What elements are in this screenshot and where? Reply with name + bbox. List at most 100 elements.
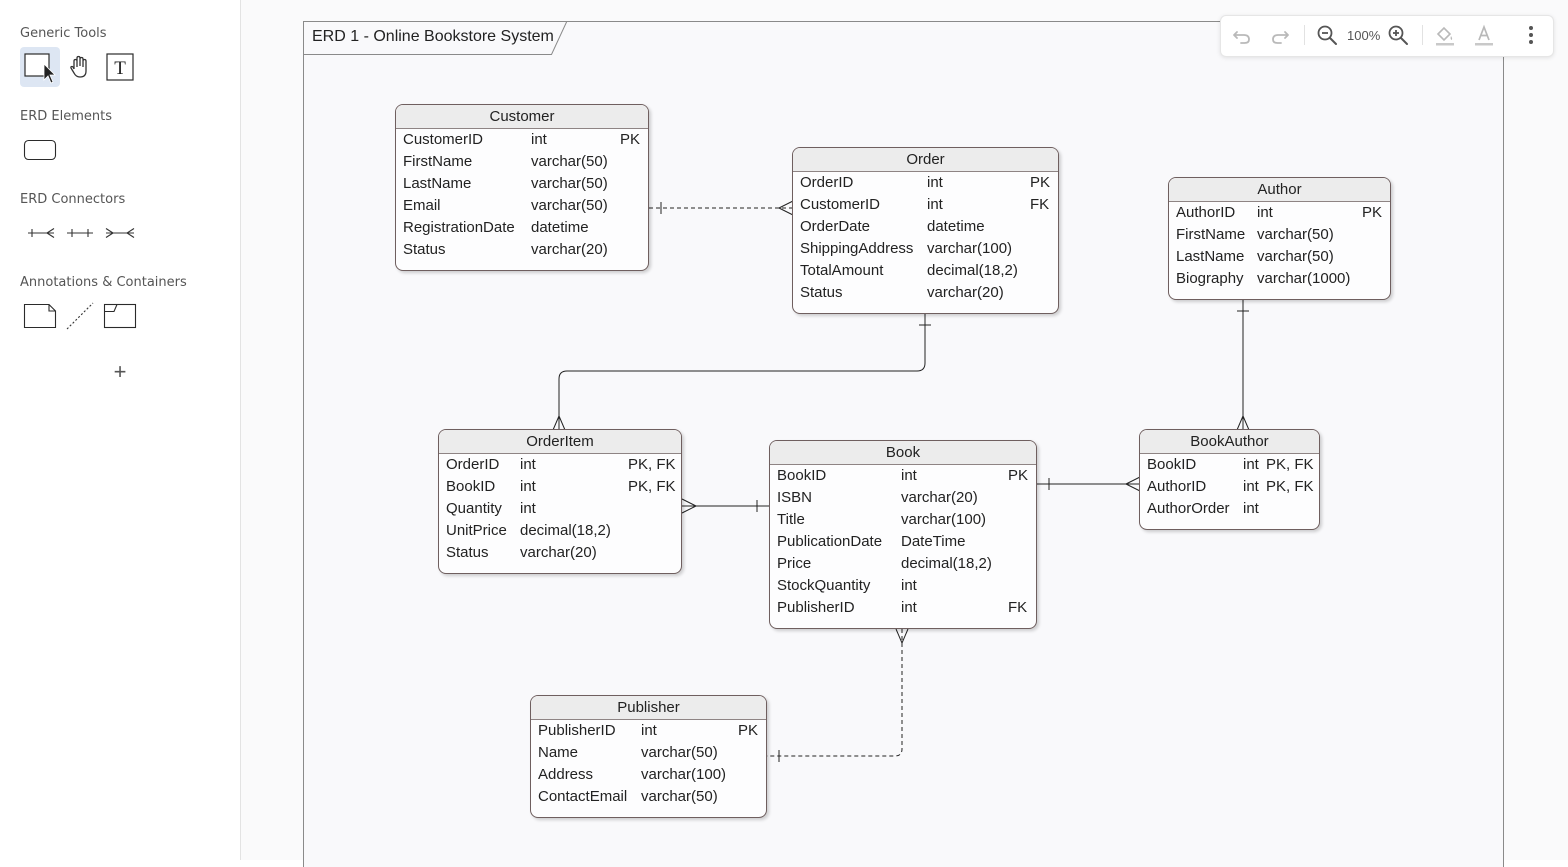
- entity-name: Order: [793, 148, 1058, 172]
- attr-type: varchar(100): [901, 511, 987, 528]
- attr-type: int: [520, 456, 536, 473]
- one-to-many-connector[interactable]: [20, 213, 60, 253]
- attr-type: varchar(50): [531, 175, 608, 192]
- attr-type: varchar(50): [641, 788, 718, 805]
- attr-type: varchar(50): [1257, 248, 1334, 265]
- connector-order-orderitem[interactable]: [552, 314, 931, 431]
- add-shapes-button[interactable]: +: [113, 359, 127, 384]
- more-options-button[interactable]: [1519, 23, 1543, 47]
- zoom-level[interactable]: 100%: [1347, 28, 1381, 43]
- attr-key: PK: [1008, 467, 1029, 484]
- attr-name: PublisherID: [777, 599, 855, 616]
- attr-name: FirstName: [403, 153, 473, 170]
- text-color-button[interactable]: [1472, 23, 1496, 47]
- undo-button[interactable]: [1230, 23, 1254, 47]
- redo-button[interactable]: [1268, 23, 1292, 47]
- connector-author-bookauthor[interactable]: [1236, 299, 1250, 431]
- entity-icon: [23, 139, 57, 161]
- text-tool[interactable]: T: [100, 47, 140, 87]
- attr-key: PK, FK: [1266, 456, 1314, 473]
- many-to-many-connector[interactable]: [100, 213, 140, 253]
- select-tool[interactable]: [20, 47, 60, 87]
- fill-color-icon: [1436, 26, 1454, 46]
- note-tool[interactable]: [20, 296, 60, 336]
- attribute-row[interactable]: LastName varchar(50): [396, 173, 648, 195]
- frame-tool[interactable]: [100, 296, 140, 336]
- attr-type: int: [520, 500, 536, 517]
- attr-name: OrderID: [446, 456, 500, 473]
- attr-type: int: [901, 467, 917, 484]
- zoom-out-button[interactable]: [1315, 23, 1339, 47]
- attribute-row[interactable]: OrderID int PK, FK: [439, 454, 681, 476]
- note-icon: [23, 303, 57, 329]
- attr-type: int: [641, 722, 657, 739]
- attr-name: LastName: [403, 175, 472, 192]
- attr-name: BookID: [777, 467, 827, 484]
- attr-type: datetime: [927, 218, 985, 235]
- attr-name: Address: [538, 766, 594, 783]
- attribute-row[interactable]: StockQuantity int: [770, 575, 1036, 597]
- attr-name: Biography: [1176, 270, 1244, 287]
- text-color-icon: [1475, 24, 1493, 46]
- entity-tool[interactable]: [20, 130, 60, 170]
- zoom-in-button[interactable]: [1386, 23, 1410, 47]
- connector-book-publisher[interactable]: [767, 628, 909, 762]
- text-icon: T: [106, 53, 134, 81]
- attr-type: decimal(18,2): [927, 262, 1018, 279]
- connector-customer-order[interactable]: [649, 200, 794, 216]
- fill-color-button[interactable]: [1433, 23, 1457, 47]
- attr-type: varchar(20): [531, 241, 608, 258]
- attr-name: AuthorOrder: [1147, 500, 1230, 517]
- attribute-row[interactable]: BookID int PK: [770, 465, 1036, 487]
- attr-key: PK, FK: [628, 478, 676, 495]
- zoom-out-icon: [1317, 25, 1337, 45]
- attr-name: StockQuantity: [777, 577, 871, 594]
- attr-key: PK, FK: [628, 456, 676, 473]
- attr-type: int: [901, 577, 917, 594]
- pan-tool[interactable]: [60, 47, 100, 87]
- connector-book-bookauthor[interactable]: [1036, 476, 1141, 492]
- connector-orderitem-book[interactable]: [681, 498, 770, 514]
- one-to-one-connector[interactable]: [60, 213, 100, 253]
- select-rectangle-icon: [24, 53, 56, 84]
- entity-name: Book: [770, 441, 1036, 465]
